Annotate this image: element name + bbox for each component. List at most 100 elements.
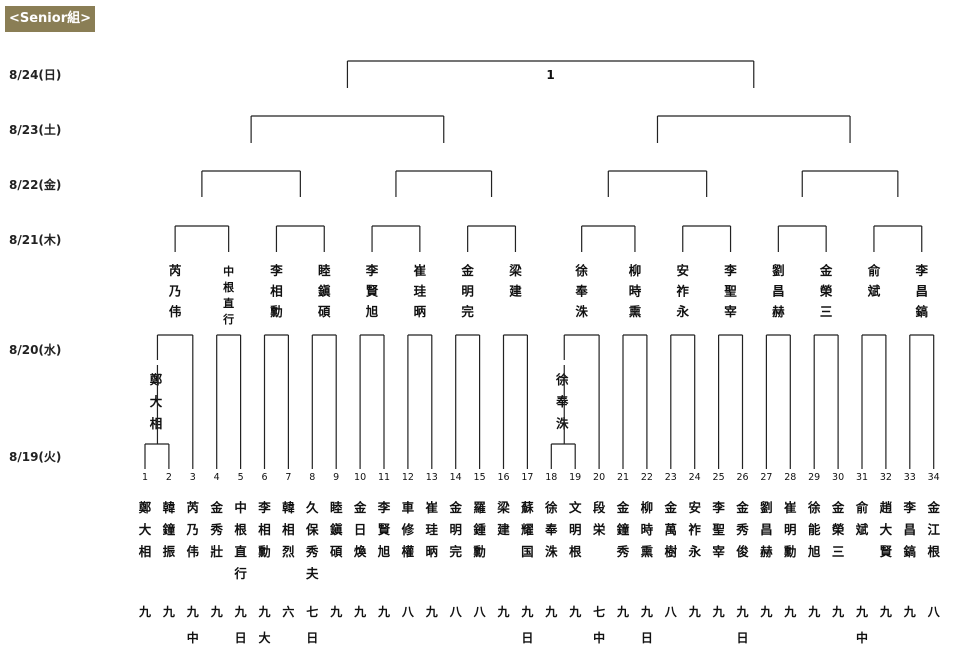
player-rank-char: 九 [329, 604, 342, 619]
player-name-char: 金 [448, 500, 462, 515]
player-name: 劉昌赫 [759, 500, 773, 559]
player-name-char: 李 [377, 500, 391, 515]
player-name-char: 日 [354, 522, 367, 537]
player-rank: 九 [903, 604, 916, 619]
player-name-char: 耀 [520, 522, 534, 537]
player-name-char: 萬 [665, 522, 678, 537]
player-rank: 九日 [640, 604, 653, 645]
division-badge: <Senior組> [5, 6, 95, 32]
round3-player-name-char: 徐 [574, 263, 588, 278]
round3-player-name-char: 直 [223, 296, 234, 310]
round3-player-name-char: 鎭 [318, 284, 331, 299]
player-name-char: 俊 [736, 544, 749, 559]
player-name-char: 直 [234, 544, 247, 559]
round3-player-name-char: 斌 [867, 284, 881, 299]
player-rank-char: 日 [235, 631, 247, 645]
entry-number: 1 [142, 472, 148, 483]
round1-winner-name: 徐奉洙 [555, 372, 569, 431]
player-name-char: 熏 [641, 544, 654, 559]
round3-player-name-char: 俞 [867, 263, 881, 278]
player-rank: 九日 [234, 604, 247, 645]
player-name-char: 烈 [282, 544, 295, 559]
player-name: 金明完 [448, 500, 462, 559]
player-name: 鄭大相 [138, 500, 152, 559]
round3-player-name-char: 賢 [366, 284, 379, 299]
player-name: 李昌鎬 [903, 500, 917, 559]
player-rank-char: 九 [496, 604, 509, 619]
player-name-char: 大 [880, 522, 893, 537]
player-name: 徐能旭 [807, 500, 821, 559]
player-name: 崔珪昞 [426, 500, 439, 559]
player-name: 金鐘秀 [616, 500, 630, 559]
player-rank: 八 [473, 605, 487, 619]
entry-number: 22 [641, 472, 653, 483]
entry-number: 10 [354, 472, 366, 483]
entry-number: 6 [261, 472, 267, 483]
round3-player-name-char: 時 [629, 284, 642, 299]
round3-player-name-char: 宰 [724, 304, 737, 319]
player-name-char: 秀 [305, 544, 319, 559]
round1-winner-name-char: 相 [150, 416, 163, 431]
player-name-char: 徐 [544, 500, 558, 515]
player-name-char: 徐 [807, 500, 821, 515]
player-name: 車修權 [401, 500, 415, 559]
date-label-aug21: 8/21(木) [9, 233, 62, 247]
player-name-char: 勳 [258, 544, 271, 559]
entry-number: 9 [333, 472, 339, 483]
round3-player-name: 梁建 [508, 263, 522, 299]
entry-number: 17 [521, 472, 533, 483]
round3-player-name-char: 柳 [629, 263, 642, 278]
round3-player-name-char: 金 [460, 263, 474, 278]
player-name-char: 三 [832, 544, 845, 559]
round3-player-name-char: 奉 [574, 284, 588, 299]
player-name: 俞斌 [855, 500, 869, 537]
round3-player-name-char: 洙 [575, 304, 588, 319]
round3-player-name-char: 碩 [318, 304, 331, 319]
player-name-char: 相 [139, 544, 152, 559]
entry-number: 32 [880, 472, 892, 483]
entry-number: 15 [474, 472, 486, 483]
round1-winner-name-char: 鄭 [149, 372, 163, 387]
player-name-char: 根 [569, 544, 582, 559]
round1-winner-name-char: 洙 [556, 416, 569, 431]
player-name-char: 金 [209, 500, 223, 515]
round3-player-name-char: 李 [269, 263, 283, 278]
round3-player-name: 李聖宰 [723, 263, 737, 319]
player-rank: 九 [210, 604, 223, 619]
entry-number: 2 [166, 472, 172, 483]
player-rank-char: 中 [593, 630, 605, 645]
round1-winner-name-char: 徐 [555, 372, 569, 387]
player-rank: 九 [377, 604, 390, 619]
player-name-char: 榮 [832, 522, 845, 537]
round3-player-name-char: 榮 [820, 284, 833, 299]
player-rank-char: 日 [736, 631, 748, 645]
player-name-char: 金 [926, 500, 940, 515]
player-rank-char: 八 [401, 605, 415, 619]
entry-number: 8 [309, 472, 315, 483]
player-name-char: 李 [903, 500, 917, 515]
player-name-char: 金 [735, 500, 749, 515]
player-name-char: 聖 [712, 522, 725, 537]
player-rank: 九 [568, 604, 581, 619]
player-rank: 九 [712, 604, 725, 619]
player-name: 韓相烈 [282, 500, 295, 559]
player-name-char: 根 [234, 522, 247, 537]
round3-player-name: 芮乃伟 [168, 263, 182, 319]
entry-number: 26 [736, 472, 748, 483]
player-name-char: 秀 [209, 522, 223, 537]
round1-winner-name: 鄭大相 [149, 372, 163, 431]
player-rank: 九日 [735, 604, 748, 645]
entry-number: 29 [808, 472, 820, 483]
player-rank: 八 [927, 605, 941, 619]
player-name: 蘇耀国 [520, 500, 534, 559]
player-rank-char: 九 [807, 604, 820, 619]
player-name-char: 金 [353, 500, 367, 515]
player-name-char: 文 [569, 500, 582, 515]
entry-number: 18 [545, 472, 557, 483]
player-name-char: 李 [711, 500, 725, 515]
round1-winner-name-char: 大 [150, 394, 163, 409]
round3-player-name: 睦鎭碩 [318, 263, 331, 319]
round3-player-name: 俞斌 [867, 263, 881, 299]
player-name-char: 中 [234, 500, 247, 515]
round3-player-name-char: 根 [223, 280, 235, 294]
